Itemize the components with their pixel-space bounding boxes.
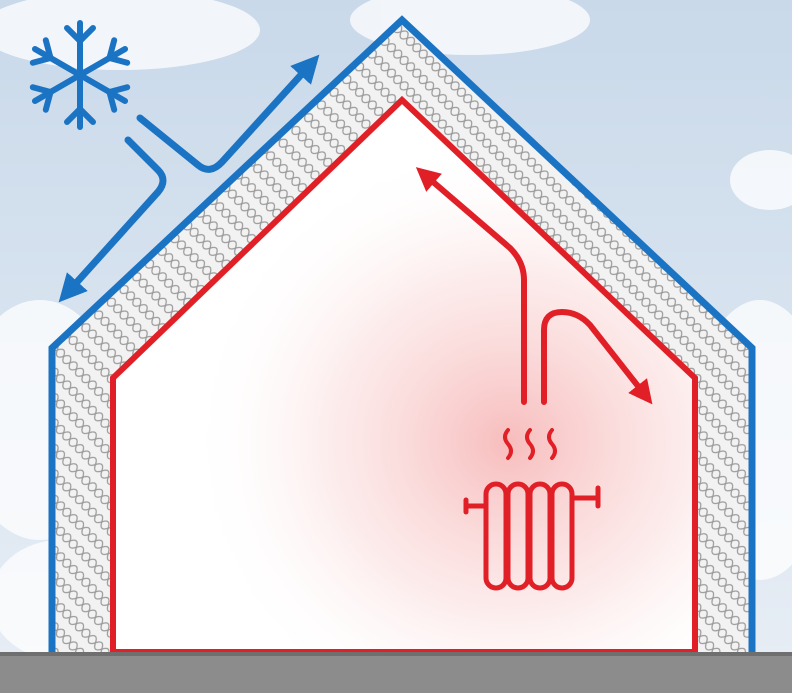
ground: [0, 654, 792, 693]
